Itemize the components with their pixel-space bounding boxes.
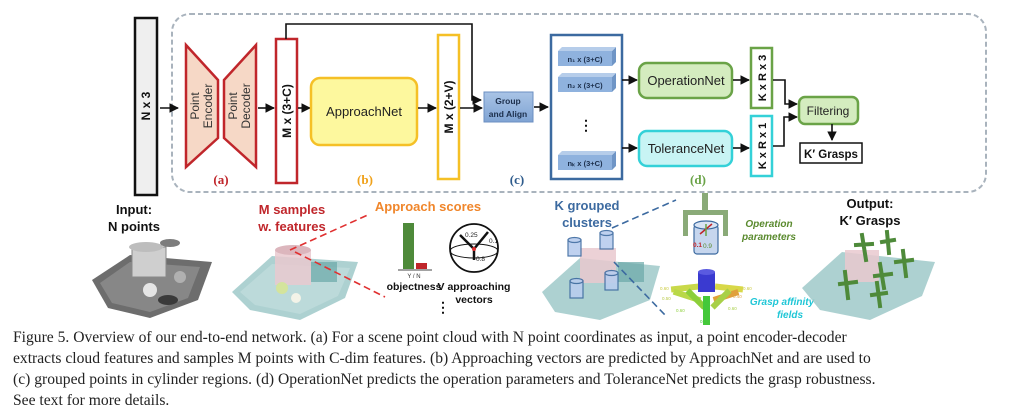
stage-d-label: (d) <box>690 172 706 187</box>
stage-c-label: (c) <box>510 172 524 187</box>
caption-line: (c) grouped points in cylinder regions. … <box>13 371 876 388</box>
approach-scores-title: Approach scores <box>375 199 481 214</box>
output-title-line2: K′ Grasps <box>840 213 901 228</box>
point-decoder: Point Decoder <box>222 41 258 170</box>
diagram-label: ToleranceNet <box>648 141 725 156</box>
grouped-clusters-block: n₁ x (3+C) n₂ x (3+C) ⋮ nₖ x (3+C) <box>549 33 624 181</box>
caption-line: See text for more details. <box>13 392 170 409</box>
caption-line: Figure 5. Overview of our end-to-end net… <box>13 329 847 346</box>
clusters-title-line2: clusters <box>562 215 612 230</box>
diagram-label: n₂ x (3+C) <box>567 81 603 90</box>
diagram-label: 0.60 <box>728 306 737 311</box>
diagram-label: 0.60 <box>743 286 752 291</box>
diagram-label: 0.25 <box>465 232 478 239</box>
diagram-label: Point <box>188 92 202 120</box>
diagram-label: ApproachNet <box>326 104 402 119</box>
approach-block: M x (2+V) <box>436 33 461 181</box>
diagram-label: Encoder <box>201 84 215 129</box>
operation-params-label: Operation <box>745 219 792 230</box>
diagram-label: K′ Grasps <box>804 149 858 161</box>
diagram-label: 0.60 <box>676 308 685 313</box>
objectness-bar-yes <box>403 223 414 269</box>
output-title: Output: <box>847 196 894 211</box>
skip-connection <box>285 23 482 105</box>
input-block-label: N x 3 <box>139 91 153 120</box>
approach-vectors-label: V approaching <box>438 281 511 293</box>
zoom-dash-line <box>613 261 666 316</box>
diagram-label: 0.1 <box>693 242 702 249</box>
k-grasps-block: K′ Grasps <box>799 142 863 164</box>
approach-vectors-label-line2: vectors <box>455 294 493 306</box>
operationnet-block: OperationNet <box>637 61 734 100</box>
samples-title: M samples <box>259 202 325 217</box>
objectness-bar-chart: Y / N <box>398 223 432 280</box>
diagram-label: OperationNet <box>647 73 725 88</box>
diagram-label: Y / N <box>407 274 420 280</box>
samples-block: M x (3+C) <box>274 37 299 185</box>
clustered-point-cloud-image <box>542 229 660 320</box>
diagram-label: and Align <box>489 109 527 119</box>
diagram-label: nₖ x (3+C) <box>567 159 603 168</box>
diagram-label: M x (2+V) <box>442 80 456 133</box>
samples-title-line2: w. features <box>257 219 325 234</box>
operation-params-label-line2: parameters <box>741 232 796 243</box>
diagram-label: 0.40 <box>700 319 709 324</box>
cluster-item: n₁ x (3+C) <box>558 47 616 66</box>
grasp-affinity-label-line2: fields <box>777 310 804 321</box>
diagram-label: n₁ x (3+C) <box>568 55 603 64</box>
diagram-label: K x R x 3 <box>757 55 769 101</box>
diagram-label: 0.50 <box>662 296 671 301</box>
tolerance-output-block: K x R x 1 <box>749 114 774 178</box>
zoom-dash-line <box>294 251 386 298</box>
group-align-block: Group and Align <box>483 91 534 123</box>
clusters-title: K grouped <box>555 198 620 213</box>
input-title-line2: N points <box>108 219 160 234</box>
input-title: Input: <box>116 202 152 217</box>
operation-output-block: K x R x 3 <box>749 46 774 110</box>
diagram-label: 0.1 <box>489 238 498 245</box>
tolerancenet-block: ToleranceNet <box>637 129 734 168</box>
arrow <box>773 112 798 147</box>
stage-a-label: (a) <box>213 172 228 187</box>
pipeline-container <box>171 13 987 193</box>
figure-caption: Figure 5. Overview of our end-to-end net… <box>13 327 1013 411</box>
sampled-point-cloud-image <box>232 245 358 320</box>
arrow <box>773 79 798 109</box>
point-encoder: Point Encoder <box>184 41 220 170</box>
diagram-label: Filtering <box>807 104 850 118</box>
diagram-label: 0.8 <box>476 256 485 263</box>
stage-b-label: (b) <box>357 172 373 187</box>
approach-vectors-sphere: 0.25 0.1 0.8 <box>449 223 499 273</box>
cluster-item: nₖ x (3+C) <box>558 151 616 170</box>
cluster-item: n₂ x (3+C) <box>558 73 616 92</box>
diagram-label: Decoder <box>239 83 253 128</box>
diagram-label: 0.40 <box>733 294 742 299</box>
network-overview-figure: N x 3 Point Encoder Point Decoder M x (3… <box>92 13 987 325</box>
diagram-label: Group <box>495 96 521 106</box>
grasp-affinity-label: Grasp affinity <box>750 297 815 308</box>
diagram-label: M x (3+C) <box>280 84 294 138</box>
diagram-label: K x R x 1 <box>757 123 769 169</box>
gripper-icon: 0.1 0.9 <box>683 193 728 255</box>
diagram-label: 0.60 <box>660 286 669 291</box>
zoom-dash-line <box>289 213 371 251</box>
diagram-label: 0.9 <box>703 243 712 250</box>
objectness-label: objectness <box>387 281 442 293</box>
filtering-block: Filtering <box>797 95 860 126</box>
input-point-cloud-image <box>92 239 212 318</box>
grasp-affinity-fields-icon: 0.60 0.50 0.60 0.40 0.60 0.40 0.60 <box>660 269 752 325</box>
diagram-label: Point <box>226 92 240 120</box>
input-block: N x 3 <box>133 16 159 197</box>
diagram-label: ⋮ <box>579 117 593 133</box>
caption-line: extracts cloud features and samples M po… <box>13 350 871 367</box>
objectness-bar-no <box>416 263 427 269</box>
approachnet-block: ApproachNet <box>309 76 419 147</box>
output-grasps-image <box>802 229 935 320</box>
approach-ellipsis: ⋮ <box>436 299 450 315</box>
zoom-dash-line <box>611 199 677 229</box>
